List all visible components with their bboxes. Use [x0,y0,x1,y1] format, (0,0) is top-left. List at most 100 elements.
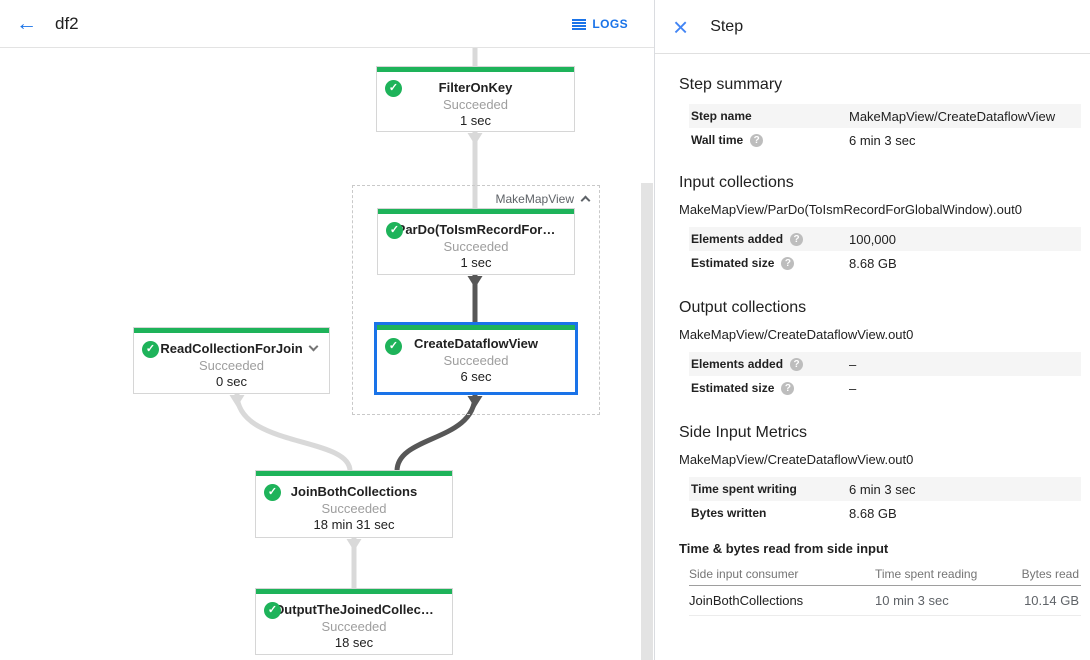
node-title: JoinBothCollections [290,484,418,499]
success-check-icon: ✓ [264,602,281,619]
top-bar: ← df2 LOGS [0,0,654,48]
row-label: Step name [691,109,752,123]
group-makemapview-toggle[interactable]: MakeMapView [495,192,591,206]
row-estimated-size: Estimated size? 8.68 GB [689,251,1081,275]
node-status: Succeeded [198,358,265,373]
row-value: – [849,380,857,396]
node-title: FilterOnKey [438,80,513,95]
node-time: 18 sec [334,635,374,650]
node-time: 18 min 31 sec [313,517,395,532]
row-bytes-written: Bytes written 8.68 GB [689,501,1081,525]
node-status-bar [134,328,329,333]
table-heading: Time & bytes read from side input [679,541,889,556]
node-status: Succeeded [443,353,509,368]
node-outputthejoinedcollection[interactable]: ✓ OutputTheJoinedCollec… Succeeded 18 se… [255,588,453,655]
row-step-name: Step name MakeMapView/CreateDataflowView [689,104,1081,128]
node-title: CreateDataflowView [413,336,539,351]
row-elements-added: Elements added? 100,000 [689,227,1081,251]
node-status: Succeeded [321,619,387,634]
row-label: Time spent writing [691,482,797,496]
column-header: Time spent reading [875,566,978,581]
section-input-collections: Input collections MakeMapView/ParDo(ToIs… [679,174,1081,275]
row-estimated-size: Estimated size? – [689,376,1081,400]
node-pardo-toismrecord[interactable]: ✓ ParDo(ToIsmRecordFor… Succeeded 1 sec [377,208,575,275]
row-label: Wall time [691,133,744,147]
success-check-icon: ✓ [385,338,402,355]
row-label: Estimated size [691,256,775,270]
help-icon[interactable]: ? [781,256,795,270]
section-title: Output collections [679,299,807,316]
table-row: JoinBothCollections 10 min 3 sec 10.14 G… [689,586,1081,616]
row-label: Estimated size [691,381,775,395]
section-title: Step summary [679,76,783,93]
node-title: OutputTheJoinedCollec… [274,602,434,617]
close-icon[interactable]: × [673,11,689,42]
panel-divider [654,0,655,660]
help-icon[interactable]: ? [790,232,804,246]
section-output-collections: Output collections MakeMapView/CreateDat… [679,299,1081,400]
table-header-row: Side input consumer Time spent reading B… [689,562,1081,586]
collection-name: MakeMapView/ParDo(ToIsmRecordForGlobalWi… [679,202,1022,217]
node-createdataflowview-selected[interactable]: ✓ CreateDataflowView Succeeded 6 sec [374,322,578,395]
panel-header: × Step [655,0,1090,54]
help-icon[interactable]: ? [790,357,804,371]
node-status: Succeeded [443,239,509,254]
collection-name: MakeMapView/CreateDataflowView.out0 [679,452,914,467]
node-title: ParDo(ToIsmRecordFor… [396,222,556,237]
graph-edges [229,48,483,589]
row-value: 100,000 [849,231,896,247]
row-value: 6 min 3 sec [849,132,916,148]
node-filteronkey[interactable]: ✓ FilterOnKey Succeeded 1 sec [376,66,575,132]
section-side-input-table: Time & bytes read from side input Side i… [679,541,1081,616]
node-time: 1 sec [460,255,492,270]
column-header: Side input consumer [689,566,799,581]
section-title: Side Input Metrics [679,424,808,441]
row-label: Bytes written [691,506,767,520]
back-arrow-icon[interactable]: ← [16,12,37,35]
node-joinbothcollections[interactable]: ✓ JoinBothCollections Succeeded 18 min 3… [255,470,453,538]
node-status-bar [256,471,452,476]
row-value: 6 min 3 sec [849,481,916,497]
cell-bytes-read: 10.14 GB [1024,593,1079,608]
node-time: 1 sec [459,113,492,128]
help-icon[interactable]: ? [750,133,764,147]
panel-title: Step [710,17,744,35]
step-details-panel: × Step Step summary Step name MakeMapVie… [655,0,1090,660]
group-label-text: MakeMapView [495,192,574,206]
node-time: 6 sec [460,369,492,384]
row-elements-added: Elements added? – [689,352,1081,376]
section-title: Input collections [679,174,794,191]
logs-button-label: LOGS [592,17,628,31]
job-graph-canvas[interactable]: MakeMapView ✓ FilterOnKey Succeeded 1 se… [0,48,654,660]
job-title: df2 [55,13,79,33]
panel-body: Step summary Step name MakeMapView/Creat… [655,76,1090,616]
success-check-icon: ✓ [142,341,159,358]
row-label: Elements added [691,232,784,246]
column-header: Bytes read [1021,566,1079,581]
node-title: ReadCollectionForJoin [160,341,303,356]
node-status: Succeeded [321,501,387,516]
success-check-icon: ✓ [386,222,403,239]
graph-scrollbar-thumb[interactable] [641,183,653,660]
logs-list-icon [572,18,587,30]
side-input-table: Side input consumer Time spent reading B… [689,562,1081,616]
node-status-bar [377,325,575,330]
row-wall-time: Wall time? 6 min 3 sec [689,128,1081,152]
node-status-bar [256,589,452,594]
row-label: Elements added [691,357,784,371]
node-status: Succeeded [442,97,509,112]
group-makemapview: MakeMapView [352,185,600,415]
chevron-up-icon [580,195,591,206]
node-time: 0 sec [215,374,248,389]
row-value: MakeMapView/CreateDataflowView [849,108,1056,124]
row-time-spent-writing: Time spent writing 6 min 3 sec [689,477,1081,501]
cell-side-input-consumer: JoinBothCollections [689,593,804,608]
node-status-bar [377,67,574,72]
node-readcollectionforjoin[interactable]: ✓ ReadCollectionForJoin Succeeded 0 sec [133,327,330,394]
cell-time-spent-reading: 10 min 3 sec [875,593,949,608]
help-icon[interactable]: ? [781,381,795,395]
row-value: 8.68 GB [849,255,897,271]
logs-button[interactable]: LOGS [572,0,628,48]
node-status-bar [378,209,574,214]
